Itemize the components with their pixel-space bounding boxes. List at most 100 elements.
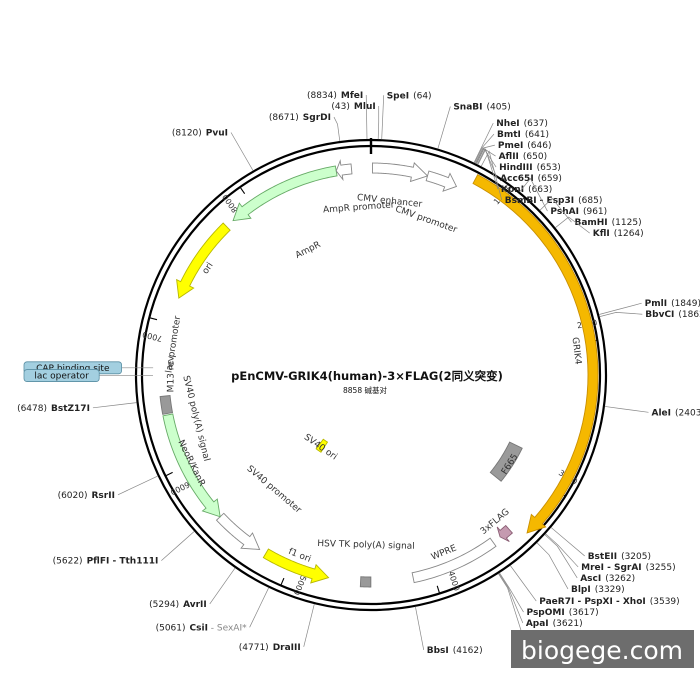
site-position: (5294): [149, 600, 179, 610]
feature-label-m13-rev: M13 rev: [166, 355, 176, 392]
feature-wpre: [411, 537, 497, 584]
site-label-bsmbi-esp3i: BsmBI - Esp3I(685): [505, 196, 603, 206]
site-leader-line: [303, 604, 315, 647]
site-position: (2403): [675, 408, 700, 418]
site-position: (64): [413, 91, 431, 101]
site-leader-line: [510, 565, 537, 602]
site-label-avrii: (5294) AvrII: [149, 600, 207, 610]
site-label-pflfi-tth111i: (5622) PflFI - Tth111I: [53, 557, 159, 567]
site-leader-line: [230, 132, 254, 171]
site-position: (663): [528, 185, 552, 195]
site-position: (6020): [58, 491, 88, 501]
site-label-rsrii: (6020) RsrII: [58, 491, 115, 501]
site-leader-line: [599, 302, 642, 315]
site-position: (8834): [307, 91, 337, 101]
site-label-csii: (5061)CsiI - SexAI*: [156, 623, 248, 633]
site-enzyme: PmlI: [645, 299, 667, 309]
site-enzyme: PvuI: [206, 128, 228, 138]
site-enzyme: BmtI: [497, 130, 521, 140]
site-label-paer7i-pspxi-xhoi: PaeR7I - PspXI - XhoI (3539): [539, 597, 679, 607]
site-position: (5622): [53, 557, 83, 567]
feature-label-grik4: GRIK4: [570, 337, 583, 366]
tick-mark: [280, 577, 285, 585]
site-enzyme: BstEII: [588, 552, 617, 562]
site-position: (685): [578, 196, 602, 206]
site-enzyme: AvrII: [183, 600, 207, 610]
watermark-background: [511, 630, 694, 668]
feature-ampr: [232, 165, 338, 222]
site-label-bbvci: BbvCI(1862): [645, 310, 700, 320]
site-position: (405): [487, 102, 511, 112]
site-leader-line: [415, 606, 425, 651]
tick-mark: [436, 585, 440, 593]
feature-f665: [489, 441, 523, 482]
site-position: (3255): [646, 563, 676, 573]
feature-label-sv40-promoter: SV40 promoter: [245, 464, 304, 516]
site-enzyme: PaeR7I - PspXI - XhoI: [539, 597, 645, 607]
site-position: (3539): [650, 597, 680, 607]
site-label-pmli: PmlI(1849): [645, 299, 700, 309]
site-leader-line: [545, 533, 579, 568]
site-label-snabi: SnaBI(405): [453, 102, 510, 112]
site-leader-line: [377, 106, 380, 140]
site-position: (653): [537, 163, 561, 173]
site-enzyme: ApaI: [526, 619, 549, 629]
feature-label-ampr-promoter: AmpR promoter: [323, 200, 395, 215]
site-position: (8671): [269, 113, 299, 123]
box-label-cap-binding-site: CAP binding site: [36, 364, 110, 374]
site-leader-line: [519, 177, 548, 212]
site-leader-line: [365, 95, 368, 140]
site-enzyme: CsiI: [190, 623, 208, 633]
site-enzyme: SgrDI: [303, 113, 331, 123]
restriction-sites: (43)MluI(8834)MfeI(8671)SgrDI(8120)PvuIS…: [17, 91, 700, 656]
site-label-sgrdi: (8671) SgrDI: [269, 113, 331, 123]
feature-cmv-promoter: [425, 170, 458, 192]
site-leader-line: [474, 133, 495, 164]
tick-mark: [150, 317, 158, 321]
site-position: (1264): [614, 229, 644, 239]
site-label-pspomi: PspOMI(3617): [527, 608, 599, 618]
site-label-bsteii: BstEII (3205): [588, 552, 651, 562]
site-label-pvui: (8120)PvuI: [172, 128, 228, 138]
site-position: (637): [524, 119, 548, 129]
feature-label-cmv-promoter: CMV promoter: [394, 204, 459, 235]
site-enzyme: BstZ17I: [51, 404, 90, 414]
site-position: (3617): [569, 608, 599, 618]
site-extra: - SexAI*: [208, 623, 247, 633]
tick-mark: [240, 187, 246, 194]
site-position: (650): [523, 152, 547, 162]
site-enzyme: MfeI: [341, 91, 363, 101]
site-leader-line: [499, 572, 524, 613]
site-position: (1862): [678, 310, 700, 320]
site-position: (3262): [605, 574, 635, 584]
site-label-mfei: (8834) MfeI: [307, 91, 363, 101]
feature-label-ampr: AmpR: [294, 240, 323, 261]
site-label-nhei: NheI(637): [496, 119, 548, 129]
box-lac-operator: [23, 369, 100, 382]
tick-label: 5000: [292, 574, 308, 596]
site-enzyme: RsrII: [92, 491, 115, 501]
site-leader-line: [333, 116, 341, 142]
feature-neor-kanr: [162, 413, 221, 518]
site-position: (3621): [553, 619, 583, 629]
feature-sv40-promoter: [215, 512, 261, 550]
site-position: (3205): [621, 552, 651, 562]
site-enzyme: BbsI: [427, 646, 449, 656]
site-enzyme: HindIII: [499, 163, 533, 173]
site-position: (4771): [239, 643, 269, 653]
site-label-pmei: PmeI(646): [498, 141, 552, 151]
site-leader-line: [536, 542, 569, 590]
tick-mark: [166, 471, 173, 476]
site-label-hindiii: HindIII (653): [499, 163, 561, 173]
site-label-mrei-sgrai: MreI - SgrAI (3255): [581, 563, 675, 573]
site-label-bbsi: BbsI(4162): [427, 646, 483, 656]
site-leader-line: [381, 95, 385, 140]
site-enzyme: MreI - SgrAI: [581, 563, 642, 573]
site-enzyme: Acc65I: [500, 174, 534, 184]
site-leader-line: [209, 567, 236, 605]
site-enzyme: AflII: [499, 152, 519, 162]
site-enzyme: PflFI - Tth111I: [87, 557, 159, 567]
feature-ori: [176, 222, 231, 299]
site-label-blpi: BlpI(3329): [571, 585, 625, 595]
